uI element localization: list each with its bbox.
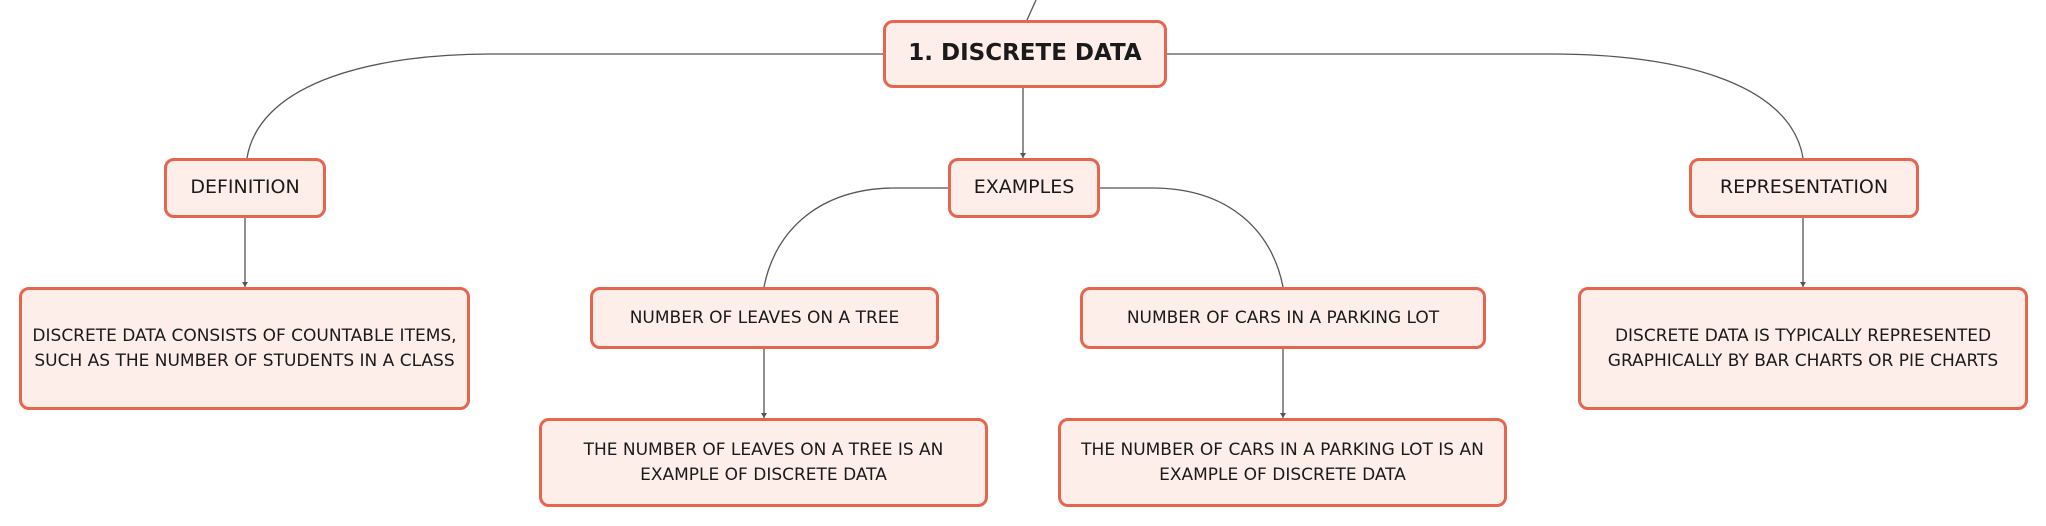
node-example-leaves[interactable]: NUMBER OF LEAVES ON A TREE [590,287,939,349]
connector-examples-to-cars [1100,187,1284,288]
arrowhead-leaves-detail [761,413,767,418]
node-example-cars-label: NUMBER OF CARS IN A PARKING LOT [1126,307,1440,328]
node-representation-detail[interactable]: DISCRETE DATA IS TYPICALLY REPRESENTED G… [1578,287,2028,410]
node-definition-detail-text: DISCRETE DATA CONSISTS OF COUNTABLE ITEM… [32,325,457,371]
node-definition-label: DEFINITION [190,176,300,199]
connector-root-to-definition [246,53,883,159]
node-example-leaves-detail-text: THE NUMBER OF LEAVES ON A TREE IS AN EXA… [583,439,944,485]
node-representation[interactable]: REPRESENTATION [1689,158,1919,218]
arrowhead-representation-detail [1800,282,1806,287]
node-example-leaves-detail[interactable]: THE NUMBER OF LEAVES ON A TREE IS AN EXA… [539,418,988,507]
connector-root-to-representation [1167,53,1804,159]
node-root-label: 1. DISCRETE DATA [908,40,1142,67]
node-representation-detail-text: DISCRETE DATA IS TYPICALLY REPRESENTED G… [1607,325,1999,371]
arrowhead-cars-detail [1280,413,1286,418]
arrowhead-examples [1020,153,1026,158]
arrowhead-definition-detail [242,282,248,287]
node-example-cars[interactable]: NUMBER OF CARS IN A PARKING LOT [1080,287,1486,349]
node-root-discrete-data[interactable]: 1. DISCRETE DATA [883,20,1167,88]
node-example-cars-detail-text: THE NUMBER OF CARS IN A PARKING LOT IS A… [1081,439,1484,485]
connector-examples-to-leaves [763,187,948,288]
node-definition-detail[interactable]: DISCRETE DATA CONSISTS OF COUNTABLE ITEM… [19,287,470,410]
node-example-cars-detail[interactable]: THE NUMBER OF CARS IN A PARKING LOT IS A… [1058,418,1507,507]
node-representation-label: REPRESENTATION [1719,176,1889,199]
connector-parent-to-root [1026,0,1037,21]
node-definition[interactable]: DEFINITION [164,158,326,218]
node-example-leaves-label: NUMBER OF LEAVES ON A TREE [629,307,900,328]
node-examples[interactable]: EXAMPLES [948,158,1100,218]
node-examples-label: EXAMPLES [973,176,1075,199]
